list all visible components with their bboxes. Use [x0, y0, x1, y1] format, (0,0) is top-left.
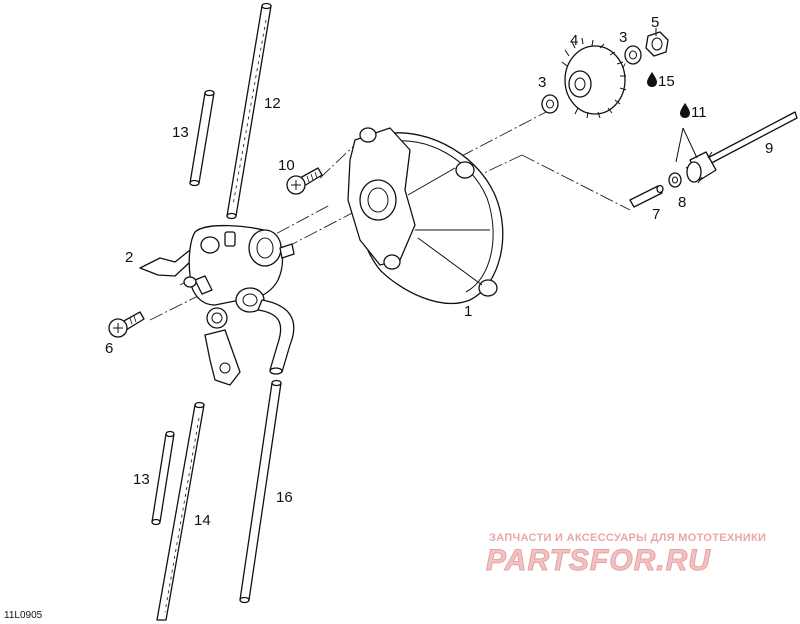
callout-3-right: 3	[619, 29, 627, 46]
tube-13-top	[189, 89, 215, 187]
drive-shaft-9	[685, 111, 798, 184]
oil-pump-body	[139, 224, 295, 386]
callout-4: 4	[570, 32, 578, 49]
screw-6	[108, 311, 145, 338]
callout-2: 2	[125, 249, 133, 266]
oil-drop-icon	[680, 103, 690, 118]
callout-10: 10	[278, 157, 295, 174]
oil-drop-icon	[647, 72, 657, 87]
tube-16	[239, 379, 282, 604]
callout-9: 9	[765, 140, 773, 157]
callouts: 1 2 3 3 4 5 6 7 8 9 10 11 12 13 13 14 15…	[105, 14, 773, 529]
oil-drop-icons	[647, 72, 690, 118]
callout-15: 15	[658, 73, 675, 90]
callout-13-bottom: 13	[133, 471, 150, 488]
leader-lines	[655, 28, 698, 163]
callout-13-top: 13	[172, 124, 189, 141]
callout-16: 16	[276, 489, 293, 506]
washer-8	[668, 172, 682, 188]
gear-4	[561, 37, 627, 119]
callout-5: 5	[651, 14, 659, 31]
callout-3-left: 3	[538, 74, 546, 91]
watermark-tagline: ЗАПЧАСТИ И АКСЕССУАРЫ ДЛЯ МОТОТЕХНИКИ	[489, 532, 766, 544]
watermark-brand: PARTSFOR.RU	[486, 544, 711, 577]
tube-12	[226, 2, 272, 220]
callout-8: 8	[678, 194, 686, 211]
tube-13-bottom	[151, 430, 175, 526]
washer-3-right	[624, 45, 642, 65]
washer-3-left	[541, 94, 559, 114]
callout-1: 1	[464, 303, 472, 320]
drawing-code: 11L0905	[4, 610, 43, 621]
callout-14: 14	[194, 512, 211, 529]
nut-5	[645, 31, 669, 57]
tube-14	[156, 401, 205, 621]
oil-pump-housing-1	[347, 127, 504, 305]
watermark: ЗАПЧАСТИ И АКСЕССУАРЫ ДЛЯ МОТОТЕХНИКИ PA…	[486, 532, 766, 578]
callout-6: 6	[105, 340, 113, 357]
callout-12: 12	[264, 95, 281, 112]
callout-11: 11	[691, 104, 707, 121]
callout-7: 7	[652, 206, 660, 223]
pin-7	[629, 184, 664, 208]
screw-10	[286, 167, 323, 195]
